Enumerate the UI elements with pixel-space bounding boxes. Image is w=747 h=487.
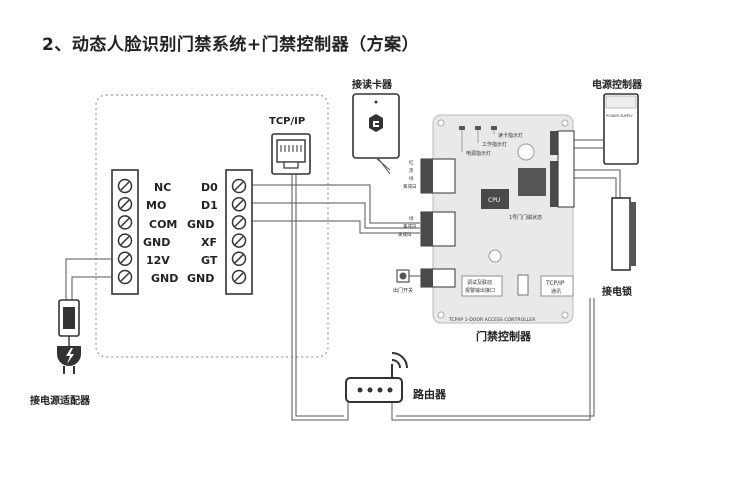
right-term-label: XF	[201, 236, 217, 249]
face-device-outline	[95, 94, 329, 358]
card-reader-label: 接读卡器	[352, 78, 393, 91]
board-work-light: 工作指示灯	[482, 141, 507, 148]
card-reader-icon	[352, 93, 400, 175]
terminal-screw-slot	[120, 199, 130, 209]
board-debug-2: 报警输出接口	[465, 287, 495, 294]
page-title: 2、动态人脸识别门禁系统+门禁控制器（方案）	[42, 35, 420, 55]
wire-color-label: 黄或白	[403, 183, 417, 190]
adapter-label: 接电源适配器	[30, 394, 91, 407]
controller-board	[420, 114, 575, 324]
wire-color-label: 红	[409, 159, 414, 166]
left-term-label: NC	[154, 181, 171, 194]
board-cpu-label: CPU	[488, 197, 500, 204]
wire-color-label: 黄或白	[398, 231, 412, 238]
terminal-screw-slot	[120, 236, 130, 246]
exit-button-icon	[396, 269, 421, 283]
router-icon	[345, 352, 408, 403]
terminal-screw-slot	[120, 254, 130, 264]
tcpip-label: TCP/IP	[269, 116, 305, 127]
terminal-screw-slot	[234, 217, 244, 227]
power-controller-text: POWER SUPPLY	[606, 114, 634, 118]
network-wires	[291, 174, 595, 421]
exit-button-label: 出门开关	[393, 287, 413, 294]
board-card-light: 读卡指示灯	[498, 132, 523, 139]
power-controller-label: 电源控制器	[592, 78, 643, 91]
board-power-light: 电源指示灯	[466, 150, 491, 157]
terminal-screw-slot	[234, 272, 244, 282]
board-tcp-2: 通讯	[551, 288, 561, 295]
router-label: 路由器	[413, 387, 447, 401]
wire-color-label: 黑	[409, 168, 414, 174]
left-terminal-block	[111, 169, 139, 295]
left-term-label: COM	[149, 218, 177, 231]
wire-color-label: 黄或白	[403, 223, 417, 230]
terminal-screw-slot	[120, 181, 130, 191]
right-term-label: D1	[201, 199, 218, 212]
right-terminal-block	[225, 169, 253, 295]
left-term-label: 12V	[146, 254, 170, 267]
board-debug-1: 调试及联动	[467, 279, 492, 286]
board-footer: TCP/IP 1-DOOR ACCESS CONTROLLER	[448, 317, 536, 323]
right-term-label: D0	[201, 181, 218, 194]
left-term-label: GND	[151, 272, 178, 285]
terminal-screw-slot	[234, 181, 244, 191]
right-term-label: GND	[187, 272, 214, 285]
power-adapter-icon	[57, 299, 81, 374]
power-controller-icon	[603, 93, 639, 165]
terminal-screw-slot	[234, 236, 244, 246]
terminal-screw-slot	[234, 254, 244, 264]
board-door-status: 1号门门磁状态	[509, 214, 542, 221]
electric-lock-icon	[611, 197, 636, 271]
terminal-screw-slot	[120, 272, 130, 282]
wiegand-wires	[252, 184, 420, 234]
left-term-label: MO	[146, 199, 166, 212]
power-wires	[65, 258, 112, 300]
left-term-label: GND	[143, 236, 170, 249]
wire-color-label: 绿	[409, 215, 414, 222]
terminal-screw-slot	[234, 199, 244, 209]
terminal-screw-slot	[120, 217, 130, 227]
wire-color-label: 绿	[409, 175, 414, 182]
rj45-port-icon	[271, 133, 311, 175]
lock-wires	[574, 139, 621, 200]
lock-label: 接电锁	[602, 285, 632, 298]
right-term-label: GT	[201, 254, 218, 267]
right-term-label: GND	[187, 218, 214, 231]
door-controller-label: 门禁控制器	[476, 329, 532, 343]
board-tcp-1: TCP/IP	[545, 280, 565, 287]
